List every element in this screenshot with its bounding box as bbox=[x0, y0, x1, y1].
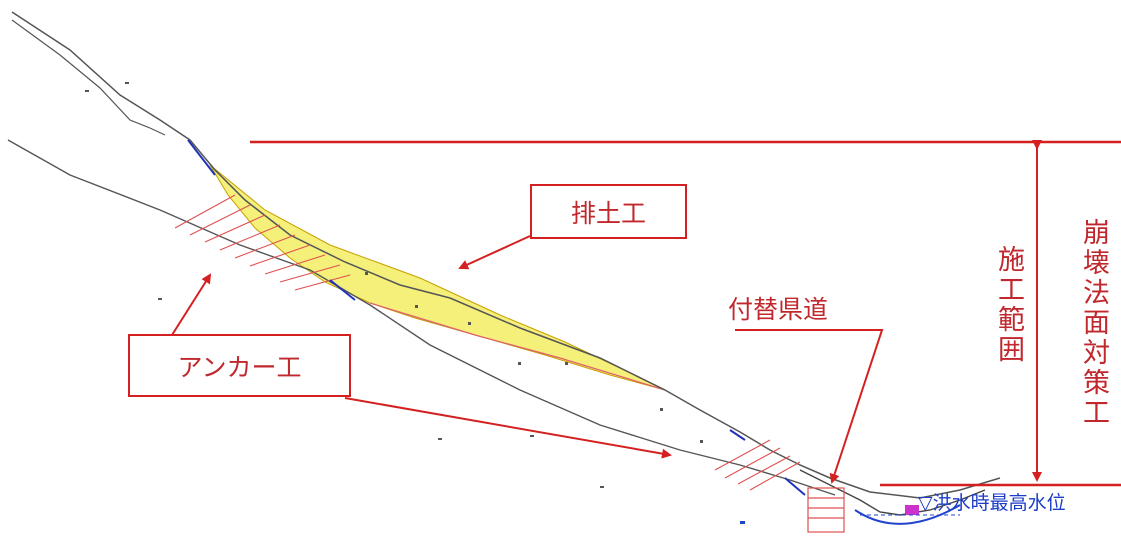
river-bed bbox=[854, 504, 961, 525]
excavation-callout: 排土工 bbox=[530, 184, 687, 239]
construction-range-label: 施工範囲 bbox=[993, 245, 1024, 365]
relocated-road-label: 付替県道 bbox=[728, 295, 829, 324]
anchor-leader-lower bbox=[344, 397, 672, 459]
excavation-leader bbox=[458, 235, 531, 270]
survey-points bbox=[85, 82, 745, 524]
anchor-leader-upper bbox=[171, 273, 212, 336]
excavation-area bbox=[209, 164, 666, 391]
excavation-lower-edge bbox=[369, 302, 666, 391]
anchor-callout: アンカー工 bbox=[128, 334, 351, 397]
slope-countermeasure-label: 崩壊法面対策工 bbox=[1078, 218, 1109, 428]
road-structure bbox=[807, 487, 845, 533]
anchor-label: アンカー工 bbox=[177, 352, 302, 382]
slip-surface-line bbox=[7, 139, 836, 496]
flood-water-level-label: ▽洪水時最高水位 bbox=[918, 492, 1066, 514]
upper-ground-line bbox=[11, 19, 166, 136]
road-leader bbox=[735, 329, 884, 484]
anchor-heads bbox=[187, 139, 806, 496]
anchor-hatching-lower bbox=[714, 439, 801, 491]
river-marker bbox=[905, 505, 919, 515]
original-ground-line bbox=[11, 11, 1001, 499]
anchor-hatching-upper bbox=[174, 194, 351, 291]
excavation-label: 排土工 bbox=[570, 198, 646, 228]
